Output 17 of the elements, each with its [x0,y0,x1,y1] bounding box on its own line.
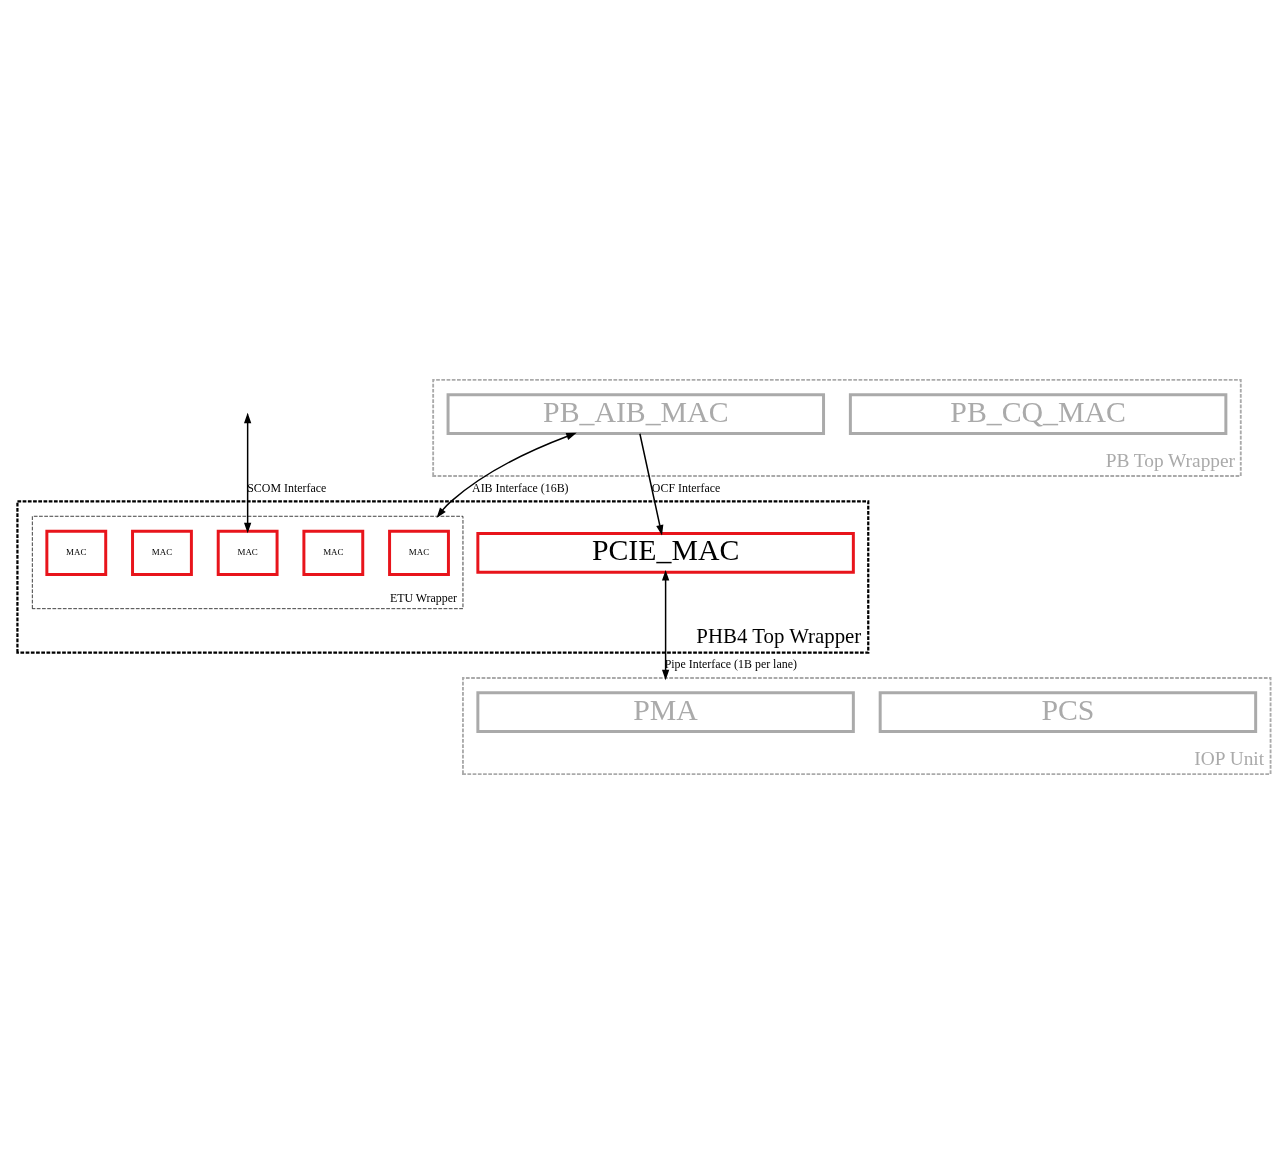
arrow [661,570,670,681]
node-box: PB_CQ_MAC [848,393,1228,436]
node-box: MAC [302,529,365,576]
node-box: MAC [216,529,279,576]
node-box: PCS [878,691,1258,734]
arrow [436,432,577,519]
node-box: PB_AIB_MAC [446,393,826,436]
edge-label: SCOM Interface [247,480,327,495]
arrow [639,433,664,536]
node-box: MAC [388,529,450,576]
node-box: PMA [476,691,855,734]
node-box: PCIE_MAC [476,531,855,574]
node-box: MAC [45,529,108,576]
node-box: MAC [131,529,193,576]
edge-label: AIB Interface (16B) [472,480,569,495]
edge-label: Pipe Interface (1B per lane) [664,657,797,672]
edge-label: OCF Interface [651,480,721,495]
